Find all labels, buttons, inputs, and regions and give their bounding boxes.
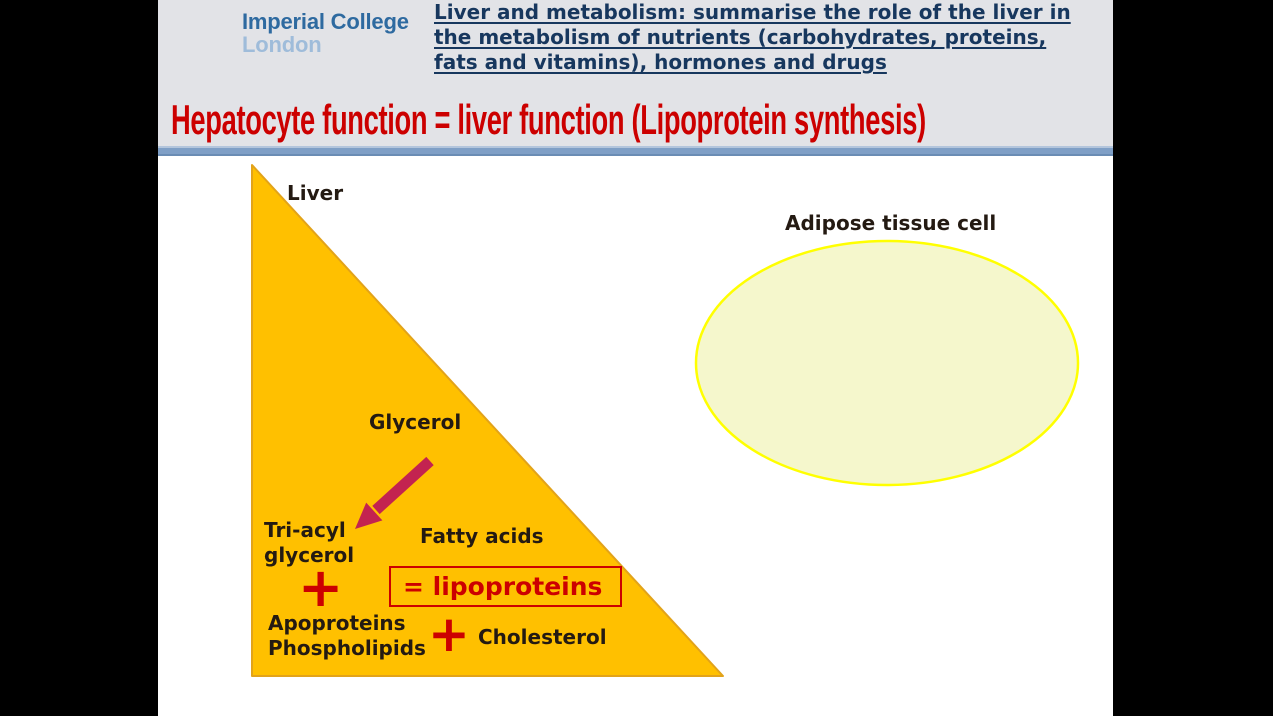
slide-header: Imperial College London Liver and metabo… bbox=[158, 0, 1113, 146]
slide: Imperial College London Liver and metabo… bbox=[158, 0, 1113, 716]
glycerol-to-triacyl-arrow bbox=[355, 456, 434, 529]
fatty-acids-label: Fatty acids bbox=[420, 524, 544, 548]
triacyl-line-1: Tri-acyl bbox=[264, 518, 346, 542]
plus-sign-phospholipids-cholesterol: + bbox=[428, 605, 470, 663]
liver-triangle-shape bbox=[251, 164, 724, 677]
adipose-tissue-cell-label: Adipose tissue cell bbox=[785, 211, 997, 235]
slide-heading: Hepatocyte function = liver function (Li… bbox=[171, 96, 926, 143]
apoproteins-line: Apoproteins bbox=[268, 611, 406, 635]
plus-sign-triacyl-apoproteins: + bbox=[298, 556, 344, 619]
phospholipids-line: Phospholipids bbox=[268, 636, 426, 660]
apoproteins-phospholipids-label: Apoproteins Phospholipids bbox=[268, 611, 426, 661]
imperial-college-logo: Imperial College London bbox=[242, 10, 409, 56]
diagram-canvas bbox=[251, 164, 1080, 677]
course-title-line-1: Liver and metabolism: summarise the role… bbox=[434, 0, 1071, 24]
logo-line-london: London bbox=[242, 32, 322, 57]
course-title: Liver and metabolism: summarise the role… bbox=[434, 0, 1119, 75]
course-title-line-2: the metabolism of nutrients (carbohydrat… bbox=[434, 25, 1047, 49]
course-title-line-3: fats and vitamins), hormones and drugs bbox=[434, 50, 887, 74]
logo-line-imperial-college: Imperial College bbox=[242, 9, 409, 34]
triacylglycerol-label: Tri-acyl glycerol bbox=[264, 518, 354, 568]
lipoproteins-box: = lipoproteins bbox=[389, 566, 622, 607]
cholesterol-label: Cholesterol bbox=[478, 625, 607, 649]
glycerol-label: Glycerol bbox=[369, 410, 462, 434]
header-divider bbox=[158, 146, 1113, 156]
liver-label: Liver bbox=[287, 181, 344, 205]
adipose-cell-ellipse bbox=[694, 239, 1080, 487]
triacyl-line-2: glycerol bbox=[264, 543, 355, 567]
lipoproteins-label: = lipoproteins bbox=[403, 572, 603, 601]
